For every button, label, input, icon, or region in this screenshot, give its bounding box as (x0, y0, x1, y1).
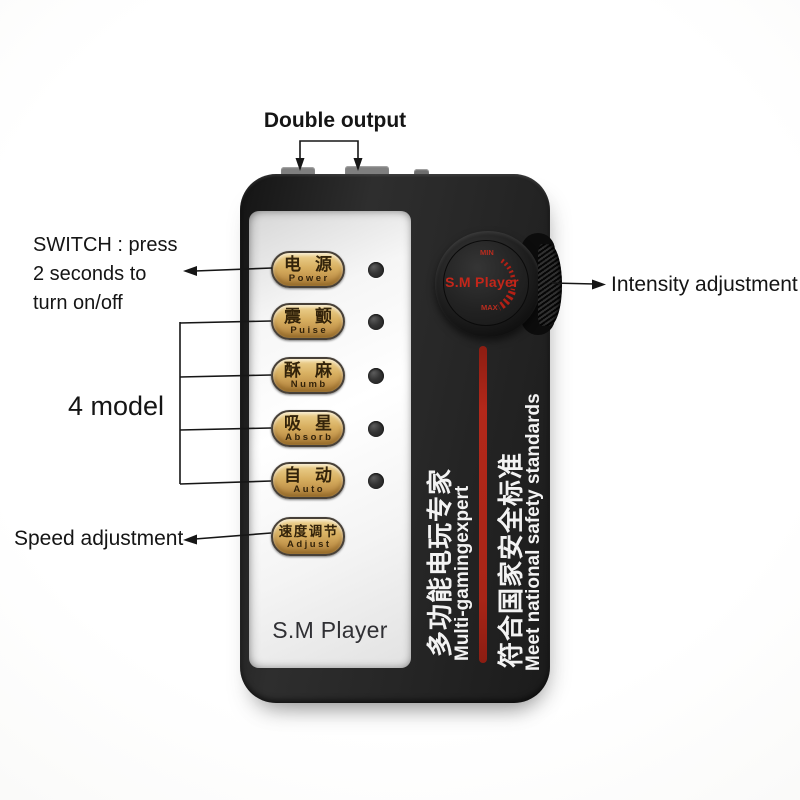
numb-button-cn-label: 酥麻 (284, 360, 346, 380)
power-button-en-label: Power (288, 272, 330, 284)
switch-instructions-line1: SWITCH : press (33, 234, 178, 256)
led-indicator-numb (368, 368, 384, 384)
pulse-button-en-label: Puise (290, 324, 329, 336)
absorb-button-en-label: Absorb (285, 431, 334, 443)
intensity-thumbwheel[interactable] (538, 244, 562, 326)
switch-instructions-line2: 2 seconds to (33, 263, 147, 285)
output-jack-left (281, 167, 315, 178)
knob-tick-arc (496, 258, 516, 311)
four-model-label: 4 model (68, 391, 165, 421)
absorb-button-cn-label: 吸星 (284, 413, 346, 433)
knob-brand-label: S.M Player (445, 274, 519, 290)
adjust-button-cn-label: 速度调节 (278, 523, 339, 539)
led-indicator-pulse (368, 314, 384, 330)
double-output-label: Double output (263, 109, 407, 132)
absorb-mode-button[interactable]: 吸星 Absorb (271, 410, 345, 447)
intensity-knob-face: MIN MAX S.M Player (443, 240, 529, 326)
pulse-button-cn-label: 震颤 (284, 306, 346, 326)
device-brand-label: S.M Player (272, 617, 388, 643)
side-text-safety-en: Meet national safety standards (523, 393, 544, 671)
side-text-multi-expert-en: Multi-gamingexpert (452, 485, 473, 661)
top-edge-tab (414, 169, 429, 177)
power-button[interactable]: 电源 Power (271, 251, 345, 288)
arrow-right-icon (592, 279, 606, 290)
knob-max-label: MAX (481, 303, 498, 312)
intensity-knob[interactable]: MIN MAX S.M Player (435, 231, 541, 337)
speed-adjustment-label: Speed adjustment (14, 527, 184, 550)
pulse-mode-button[interactable]: 震颤 Puise (271, 303, 345, 340)
switch-instructions-label: SWITCH : press 2 seconds to turn on/off (33, 231, 177, 318)
red-accent-stripe (479, 346, 487, 663)
speed-adjust-button[interactable]: 速度调节 Adjust (271, 517, 345, 556)
knob-min-label: MIN (480, 248, 494, 257)
switch-instructions-line3: turn on/off (33, 292, 123, 314)
led-indicator-power (368, 262, 384, 278)
power-button-cn-label: 电源 (284, 254, 346, 274)
intensity-adjustment-label: Intensity adjustment (611, 273, 798, 296)
auto-button-cn-label: 自动 (284, 465, 346, 485)
arrow-left-icon (183, 534, 197, 545)
auto-mode-button[interactable]: 自动 Auto (271, 462, 345, 499)
led-indicator-auto (368, 473, 384, 489)
adjust-button-en-label: Adjust (286, 538, 332, 550)
arrow-left-icon (183, 266, 197, 276)
numb-button-en-label: Numb (290, 378, 328, 390)
numb-mode-button[interactable]: 酥麻 Numb (271, 357, 345, 394)
led-indicator-absorb (368, 421, 384, 437)
auto-button-en-label: Auto (293, 483, 326, 495)
